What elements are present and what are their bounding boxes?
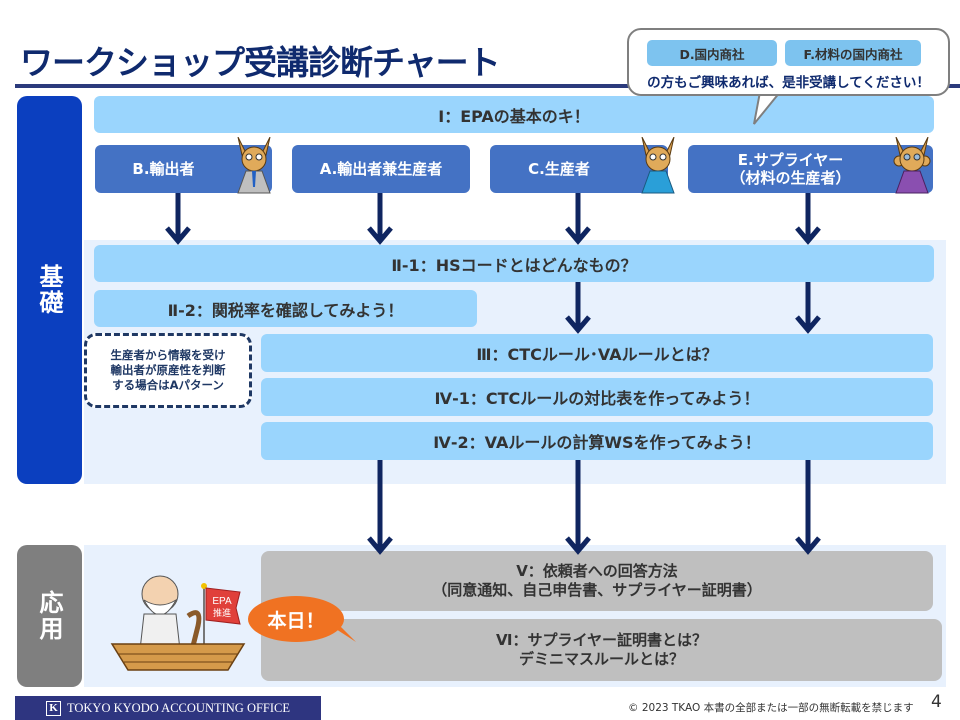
callout-text: の方もご興味あれば、是非受講してください！ [647,75,930,91]
step-2-1-box: Ⅱ-1：HSコードとはどんなもの？ [94,245,934,282]
page-number: 4 [931,692,942,712]
company-logo-icon: K [45,700,61,716]
kangaroo-blue-icon [641,137,675,194]
arrow-c-to-2-1 [565,193,591,245]
step-4-2-label: Ⅳ-2：VAルールの計算WSを作ってみよう！ [433,433,761,452]
step-6-line-1: Ⅵ：サプライヤー証明書とは？ [495,630,708,649]
tag-materials-domestic-trader: F.材料の国内商社 [785,40,921,66]
note-line-2: 輸出者が原産性を判断 [110,363,226,378]
step-2-1-label: Ⅱ-1：HSコードとはどんなもの？ [391,255,637,275]
step-4-1-box: Ⅳ-1：CTCルールの対比表を作ってみよう！ [261,378,933,416]
role-c-label: C.生産者 [528,160,590,178]
step-6-line-2: デミニマスルールとは？ [518,650,684,668]
step-1-label: Ⅰ：EPAの基本のキ！ [438,106,590,126]
step-5-line-2: （同意通知、自己申告書、サプライヤー証明書） [432,581,762,599]
today-badge: 本日！ [248,596,344,642]
arrow-e-to-2-1 [795,193,821,245]
role-c-producer: C.生産者 [490,145,668,193]
callout-bubble: D.国内商社 F.材料の国内商社 の方もご興味あれば、是非受講してください！ [627,28,950,96]
role-a-exporter-producer: A.輸出者兼生産者 [292,145,470,193]
step-5-line-1: Ⅴ：依頼者への回答方法 [516,561,678,580]
step-5-box: Ⅴ：依頼者への回答方法 （同意通知、自己申告書、サプライヤー証明書） [261,551,933,611]
step-3-box: Ⅲ：CTCルール･VAルールとは？ [261,334,933,372]
role-e-label-line2: （材料の生産者） [730,169,851,187]
step-4-2-box: Ⅳ-2：VAルールの計算WSを作ってみよう！ [261,422,933,460]
tag-domestic-trader: D.国内商社 [647,40,777,66]
step-3-label: Ⅲ：CTCルール･VAルールとは？ [476,345,718,364]
step-1-box: Ⅰ：EPAの基本のキ！ [94,96,934,133]
role-a-label: A.輸出者兼生産者 [319,160,443,178]
flag-text-epa: EPA [212,596,232,607]
arrow-b-to-2-1 [165,193,191,245]
section-label-apply: 応用 [17,545,82,687]
step-2-2-label: Ⅱ-2：関税率を確認してみよう！ [167,300,404,320]
role-e-label-line1: E.サプライヤー [737,151,844,169]
step-2-2-box: Ⅱ-2：関税率を確認してみよう！ [94,290,477,327]
copyright-notice: © 2023 TKAO 本書の全部または一部の無断転載を禁じます [628,702,914,714]
step-6-box: Ⅵ：サプライヤー証明書とは？ デミニマスルールとは？ [261,619,942,681]
role-e-supplier: E.サプライヤー （材料の生産者） [688,145,933,193]
pattern-a-note: 生産者から情報を受け 輸出者が原産性を判断 する場合はAパターン [84,333,252,408]
note-line-3: する場合はAパターン [112,377,224,392]
role-b-label: B.輸出者 [132,160,195,178]
note-line-1: 生産者から情報を受け [110,348,226,363]
page-title: ワークショップ受講診断チャート [20,43,501,82]
kangaroo-suit-icon [237,137,271,194]
company-name: TOKYO KYODO ACCOUNTING OFFICE [66,700,291,715]
old-man-boat-icon: EPA 推進 [110,575,246,671]
step-4-1-label: Ⅳ-1：CTCルールの対比表を作ってみよう！ [434,389,760,408]
section-label-basic: 基礎 [17,96,82,484]
kangaroo-purple-icon [893,137,931,194]
company-footer: K TOKYO KYODO ACCOUNTING OFFICE [15,696,321,720]
flag-text-promote: 推進 [213,607,231,619]
arrow-a-to-2-1 [367,193,393,245]
callout-tail [753,92,782,125]
title-divider [15,84,960,88]
